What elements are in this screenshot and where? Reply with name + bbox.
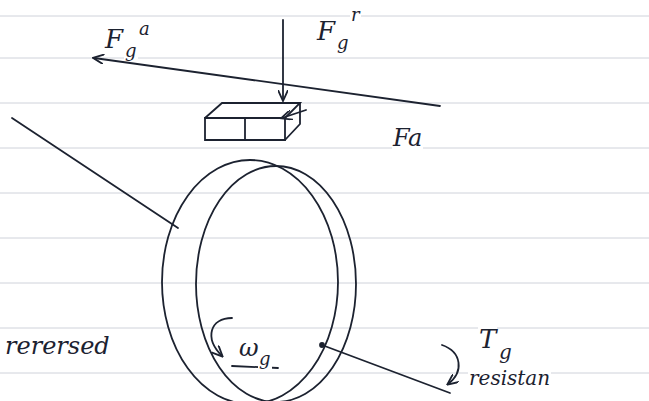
- handwritten-label: Fa: [392, 126, 423, 151]
- handwritten-label: rerersed: [4, 334, 111, 359]
- handwritten-label: g: [258, 350, 272, 369]
- handwritten-label: resistan: [468, 368, 551, 389]
- handwritten-label: a: [138, 20, 151, 39]
- handwritten-label: F: [316, 18, 336, 45]
- ruled-lines: [0, 16, 649, 373]
- handwritten-label: r: [350, 6, 361, 25]
- handwritten-label: g: [336, 34, 350, 53]
- handwritten-label: ω: [238, 336, 260, 361]
- handwritten-label: g: [498, 342, 513, 363]
- handwritten-label: g: [124, 42, 138, 61]
- handwritten-label: T: [478, 326, 497, 353]
- handwritten-label: F: [104, 26, 124, 53]
